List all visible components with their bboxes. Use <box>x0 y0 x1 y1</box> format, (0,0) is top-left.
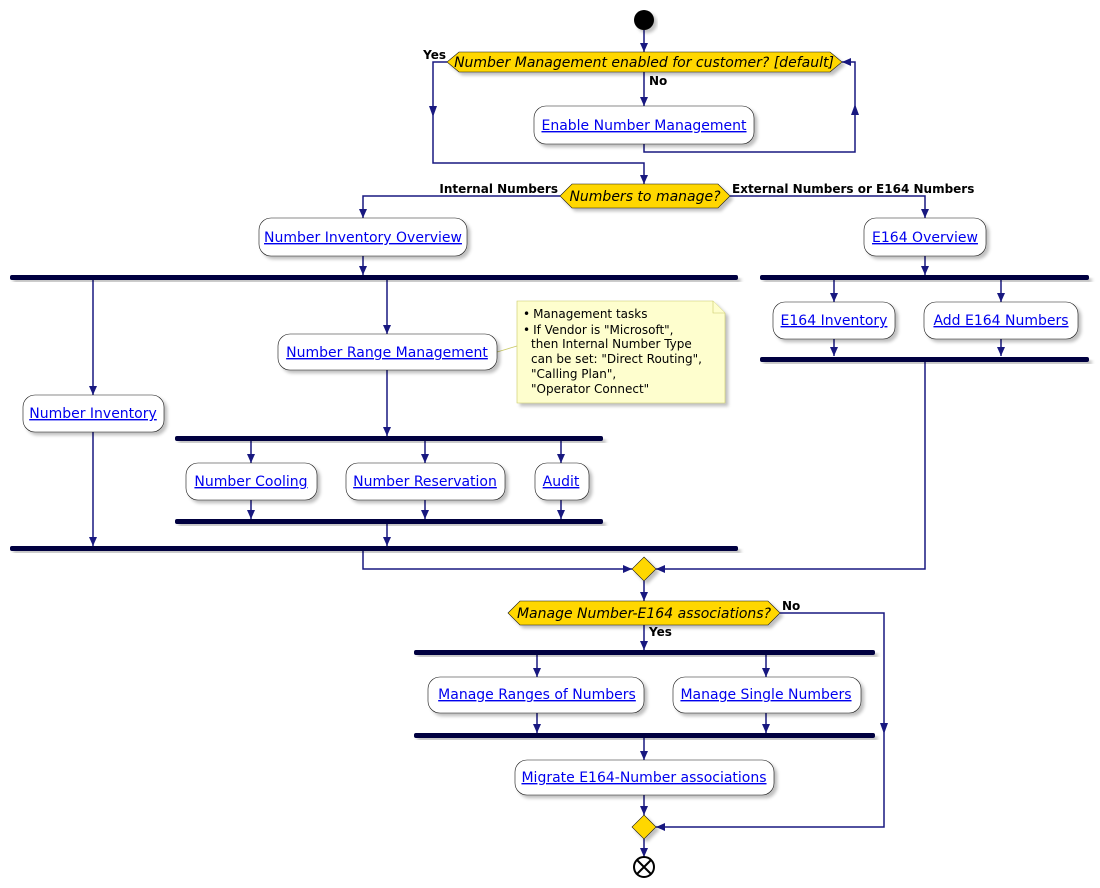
activity-number-inventory[interactable]: Number Inventory <box>22 394 165 433</box>
number-cooling-link[interactable]: Number Cooling <box>194 474 307 490</box>
arrowheads <box>89 43 1005 857</box>
note-range-management: •Management tasks •If Vendor is "Microso… <box>516 300 726 404</box>
activity-enable-number-management[interactable]: Enable Number Management <box>533 105 755 145</box>
fork-bar-associations <box>414 650 875 655</box>
decision-manage-associations-text: Manage Number-E164 associations? <box>517 606 772 622</box>
activity-number-range-management[interactable]: Number Range Management <box>277 333 498 371</box>
fork-bar-external <box>760 275 1089 280</box>
audit-link[interactable]: Audit <box>543 474 580 490</box>
activity-number-inventory-overview[interactable]: Number Inventory Overview <box>258 217 468 257</box>
activity-e164-overview[interactable]: E164 Overview <box>863 217 987 257</box>
number-range-management-link[interactable]: Number Range Management <box>286 345 488 361</box>
e164-overview-link[interactable]: E164 Overview <box>872 230 978 246</box>
manage-ranges-link[interactable]: Manage Ranges of Numbers <box>438 687 636 703</box>
internal-numbers-label: Internal Numbers <box>439 182 558 196</box>
number-reservation-link[interactable]: Number Reservation <box>353 474 497 490</box>
yes-label: Yes <box>422 48 446 62</box>
fork-bar-range-tasks <box>175 436 603 441</box>
enable-number-management-link[interactable]: Enable Number Management <box>541 118 747 134</box>
note-line-3: then Internal Number Type <box>531 337 692 351</box>
join-bar-range-tasks <box>175 519 603 524</box>
note-bullet-2: •If Vendor is "Microsoft", <box>523 323 674 337</box>
activity-audit[interactable]: Audit <box>534 462 590 501</box>
edges <box>92 30 1002 857</box>
add-e164-numbers-link[interactable]: Add E164 Numbers <box>933 313 1068 329</box>
manage-single-numbers-link[interactable]: Manage Single Numbers <box>680 687 851 703</box>
activity-number-cooling[interactable]: Number Cooling <box>185 462 318 501</box>
activity-manage-single-numbers[interactable]: Manage Single Numbers <box>672 676 862 714</box>
number-inventory-overview-link[interactable]: Number Inventory Overview <box>264 230 462 246</box>
note-line-6: "Operator Connect" <box>531 382 649 396</box>
end-node <box>633 856 655 878</box>
migrate-associations-link[interactable]: Migrate E164-Number associations <box>521 770 766 786</box>
join-bar-associations <box>414 733 875 738</box>
decision-manage-associations: Manage Number-E164 associations? <box>507 600 781 626</box>
fork-bar-internal <box>10 275 738 280</box>
activity-e164-inventory[interactable]: E164 Inventory <box>772 301 896 340</box>
join-bar-external <box>760 357 1089 362</box>
start-node <box>634 10 654 30</box>
no-label: No <box>649 74 667 88</box>
merge-diamond-1 <box>631 556 657 582</box>
decision-numbers-to-manage: Numbers to manage? <box>559 183 731 209</box>
note-bullet-1: •Management tasks <box>523 307 647 321</box>
join-bar-internal <box>10 546 738 551</box>
activity-manage-ranges[interactable]: Manage Ranges of Numbers <box>427 676 645 714</box>
note-line-4: can be set: "Direct Routing", <box>531 352 702 366</box>
no-label-associations: No <box>782 599 800 613</box>
yes-label-associations: Yes <box>648 625 672 639</box>
decision-nm-enabled: Number Management enabled for customer? … <box>446 51 843 73</box>
activity-migrate-associations[interactable]: Migrate E164-Number associations <box>514 759 775 796</box>
external-numbers-label: External Numbers or E164 Numbers <box>732 182 974 196</box>
e164-inventory-link[interactable]: E164 Inventory <box>781 313 888 329</box>
activity-add-e164-numbers[interactable]: Add E164 Numbers <box>923 301 1079 340</box>
merge-diamond-2 <box>631 814 657 840</box>
number-inventory-link[interactable]: Number Inventory <box>29 406 157 422</box>
note-line-5: "Calling Plan", <box>531 367 616 381</box>
activity-number-reservation[interactable]: Number Reservation <box>345 462 506 501</box>
decision-nm-enabled-text: Number Management enabled for customer? … <box>454 55 834 71</box>
decision-numbers-to-manage-text: Numbers to manage? <box>569 189 721 205</box>
